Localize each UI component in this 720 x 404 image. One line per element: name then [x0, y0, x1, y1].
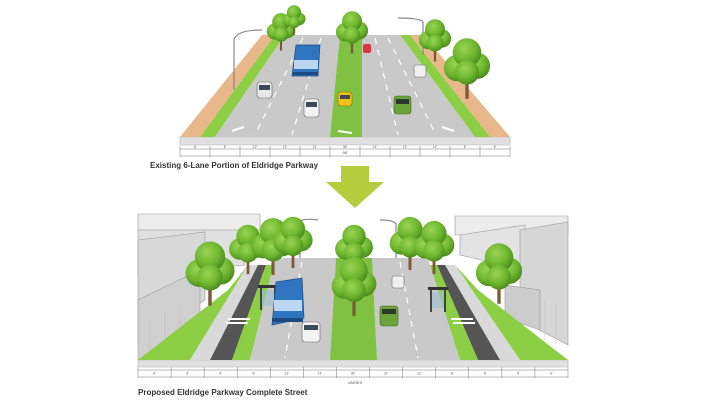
- total-width-label: VARIES: [348, 380, 363, 385]
- dimension-label: 11': [313, 145, 318, 149]
- dimension-label: 30': [351, 372, 356, 376]
- dimension-label: 11': [373, 145, 378, 149]
- dimension-label: 8': [219, 372, 222, 376]
- existing-left-buffer: [200, 35, 285, 137]
- transition-arrow: [326, 166, 384, 208]
- dimension-label: 8': [252, 372, 255, 376]
- existing-caption: Existing 6-Lane Portion of Eldridge Park…: [150, 161, 319, 170]
- dimension-label: 6': [194, 145, 197, 149]
- bus-icon: [271, 277, 305, 326]
- existing-median: [330, 35, 362, 137]
- bus-shelter-icon: [428, 287, 448, 312]
- dimension-label: 8': [451, 372, 454, 376]
- total-width-label: 98': [342, 150, 347, 155]
- proposed-left-bike-lane: [210, 265, 266, 360]
- existing-slab: [179, 136, 511, 146]
- car-icon: [303, 98, 320, 118]
- existing-turn-arrows: [231, 126, 455, 134]
- dimension-label: 6': [550, 372, 553, 376]
- existing-right-buffer: [400, 35, 490, 137]
- dimension-label: 11': [384, 372, 389, 376]
- dimension-label: 6': [494, 145, 497, 149]
- proposed-dimension-line: 6' 8' 8' 8' 12' 11' 30' 11' 12' 8' 8' 8' 6' VARIES: [137, 367, 569, 385]
- proposed-left-lawn: [138, 265, 248, 360]
- dimension-label: 8': [464, 145, 467, 149]
- car-icon: [256, 81, 273, 99]
- dimension-label: 30': [343, 145, 348, 149]
- dimension-label: 12': [433, 145, 438, 149]
- dimension-label: 12': [283, 145, 288, 149]
- dimension-label: 11': [318, 372, 323, 376]
- proposed-right-lawn: [455, 265, 568, 360]
- car-icon: [337, 91, 353, 107]
- car-icon: [301, 321, 321, 343]
- existing-left-path: [180, 35, 275, 137]
- existing-road-right: [362, 35, 475, 137]
- proposed-caption: Proposed Eldridge Parkway Complete Stree…: [138, 388, 308, 397]
- dimension-label: 8': [484, 372, 487, 376]
- car-icon: [363, 44, 371, 53]
- car-icon: [379, 305, 399, 327]
- proposed-crosswalks: [226, 318, 475, 324]
- dimension-label: 6': [153, 372, 156, 376]
- existing-section: 6' 8' 12' 12' 11' 30' 11' 12' 12' 8' 6' 98': [179, 5, 511, 157]
- proposed-left-buffer: [232, 265, 275, 360]
- dimension-label: 12': [417, 372, 422, 376]
- proposed-slab: [137, 359, 569, 368]
- car-icon: [393, 95, 412, 115]
- dimension-label: 8': [186, 372, 189, 376]
- dimension-label: 8': [224, 145, 227, 149]
- proposed-right-sidewalk: [445, 265, 520, 360]
- car-icon: [413, 64, 427, 78]
- street-light-icon: [233, 17, 424, 90]
- dimension-label: 12': [253, 145, 258, 149]
- proposed-right-bike-lane: [437, 265, 500, 360]
- proposed-section: 6' 8' 8' 8' 12' 11' 30' 11' 12' 8' 8' 8' 6' VARIES: [137, 213, 569, 385]
- existing-dimension-line: 6' 8' 12' 12' 11' 30' 11' 12' 12' 8' 6' 98': [179, 145, 511, 157]
- dimension-label: 8': [517, 372, 520, 376]
- bus-icon: [291, 44, 321, 77]
- proposed-left-sidewalk: [190, 265, 258, 360]
- car-icon: [391, 275, 405, 289]
- dimension-label: 12': [403, 145, 408, 149]
- dimension-label: 12': [285, 372, 290, 376]
